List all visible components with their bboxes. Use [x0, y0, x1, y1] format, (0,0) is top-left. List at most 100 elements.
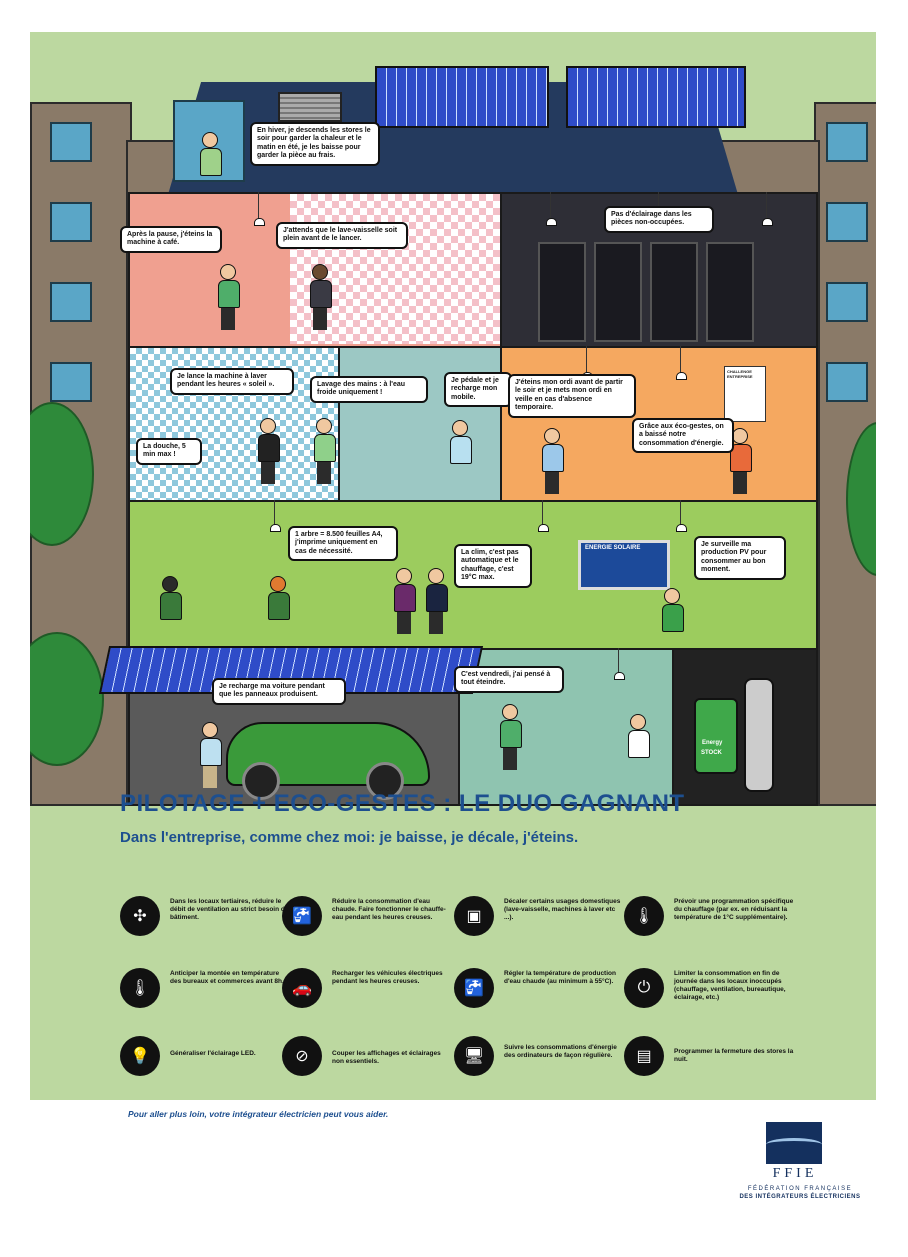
tip-text: Réduire la consommation d'eau chaude. Fa… [332, 898, 446, 922]
window [826, 282, 868, 322]
ceiling-lamp [762, 192, 773, 226]
speech-bubble: Je pédale et je recharge mon mobile. [444, 372, 512, 408]
person [200, 132, 222, 176]
ceiling-lamp [270, 500, 281, 532]
led-lamp-icon: 💡 [120, 1036, 160, 1076]
speech-bubble: La clim, c'est pas automatique et le cha… [454, 544, 532, 588]
speech-bubble: Après la pause, j'éteins la machine à ca… [120, 226, 222, 253]
building-scene: ENERGIE SOLAIRE Energy STOCK CHALLENGE E… [30, 32, 876, 806]
speech-bubble: J'éteins mon ordi avant de partir le soi… [508, 374, 636, 418]
speech-bubble: En hiver, je descends les stores le soir… [250, 122, 380, 166]
dormer-shutter [278, 92, 342, 122]
solar-screen-label: ENERGIE SOLAIRE [585, 545, 641, 551]
tree-left [30, 632, 104, 766]
appliances-icon: ▣ [454, 896, 494, 936]
tip-text: Prévoir une programmation spécifique du … [674, 898, 794, 922]
tip-item: ▣ Décaler certains usages domestiques (la… [454, 896, 629, 946]
speech-bubble: 1 arbre = 8.500 feuilles A4, j'imprime u… [288, 526, 398, 562]
poster: ENERGIE SOLAIRE Energy STOCK CHALLENGE E… [30, 32, 876, 1100]
window [50, 362, 92, 402]
speech-bubble: Pas d'éclairage dans les pièces non-occu… [604, 206, 714, 233]
person [628, 714, 650, 758]
ffie-logo: FFIE FÉDÉRATION FRANÇAISE DES INTÉGRATEU… [730, 1122, 870, 1212]
person [450, 420, 472, 464]
tip-text: Programmer la fermeture des stores la nu… [674, 1048, 794, 1064]
radiator-thermometer-icon: 🌡 [120, 968, 160, 1008]
challenge-poster: CHALLENGE ENTREPRISE [724, 366, 766, 422]
hot-water-tap-icon: 🚰 [282, 896, 322, 936]
ffie-logo-mark [766, 1122, 822, 1164]
solar-panel-roof [375, 66, 549, 128]
solar-panel-roof [566, 66, 746, 128]
poster-title: PILOTAGE + ECO-GESTES : LE DUO GAGNANT [120, 790, 685, 817]
person [542, 428, 564, 494]
ceiling-lamp [676, 346, 687, 380]
ffie-logo-line1: FÉDÉRATION FRANÇAISE [747, 1186, 853, 1192]
computer-monitoring-icon: 🖥 [454, 1036, 494, 1076]
tip-item: 💡 Généraliser l'éclairage LED. [120, 1036, 295, 1086]
window [50, 122, 92, 162]
tip-item: ⏻Limiter la consommation en fin de journ… [624, 968, 799, 1018]
tip-text: Recharger les véhicules électriques pend… [332, 970, 443, 986]
tip-text: Dans les locaux tertiaires, réduire le d… [170, 898, 289, 922]
tip-item: 🚗 Recharger les véhicules électriques pen… [282, 968, 457, 1018]
energy-stock-label: Energy [702, 740, 723, 746]
challenge-label: CHALLENGE ENTREPRISE [727, 369, 753, 379]
tip-text: Anticiper la montée en température des b… [170, 970, 284, 986]
tip-item: ✣ Dans les locaux tertiaires, réduire le … [120, 896, 295, 946]
tip-item: ⊘ Couper les affichages et éclairages non… [282, 1036, 457, 1086]
ffie-logo-abbr: FFIE [772, 1166, 818, 1181]
tip-item: 🌡 Anticiper la montée en température des … [120, 968, 295, 1018]
no-display-icon: ⊘ [282, 1036, 322, 1076]
person [500, 704, 522, 770]
tip-text: Régler la température de production d'ea… [504, 970, 616, 986]
ceiling-lamp [538, 500, 549, 532]
server-rack [594, 242, 642, 342]
energy-stock-label: STOCK [701, 750, 722, 756]
speech-bubble: Grâce aux éco-gestes, on a baissé notre … [632, 418, 734, 454]
server-rack [706, 242, 754, 342]
person [314, 418, 336, 484]
ceiling-lamp [254, 192, 265, 226]
water-heater-icon: 🚰 [454, 968, 494, 1008]
speech-bubble: C'est vendredi, j'ai pensé à tout éteind… [454, 666, 564, 693]
tip-text: Décaler certains usages domestiques (lav… [504, 898, 621, 922]
person [160, 576, 182, 620]
tip-text: Limiter la consommation en fin de journé… [674, 970, 786, 1002]
tip-item: 🌡 Prévoir une programmation spécifique du… [624, 896, 799, 946]
person [310, 264, 332, 330]
person [394, 568, 416, 634]
gym-room [338, 346, 504, 502]
person [662, 588, 684, 632]
tip-text: Couper les affichages et éclairages non … [332, 1050, 441, 1066]
ceiling-lamp [614, 648, 625, 680]
tip-text: Généraliser l'éclairage LED. [170, 1050, 256, 1057]
person [258, 418, 280, 484]
person [268, 576, 290, 620]
ceiling-lamp [676, 500, 687, 532]
speech-bubble: Lavage des mains : à l'eau froide unique… [310, 376, 428, 403]
window-blinds-icon: ▤ [624, 1036, 664, 1076]
tip-item: 🚰 Régler la température de production d'e… [454, 968, 629, 1018]
server-rack [538, 242, 586, 342]
electric-car-icon: 🚗 [282, 968, 322, 1008]
solar-display-screen: ENERGIE SOLAIRE [578, 540, 670, 590]
tip-text: Suivre les consommations d'énergie des o… [504, 1044, 617, 1060]
person [200, 722, 222, 788]
window [826, 362, 868, 402]
energy-stock-battery: Energy STOCK [694, 698, 738, 774]
speech-bubble: La douche, 5 min max ! [136, 438, 202, 465]
window [826, 122, 868, 162]
ventilation-icon: ✣ [120, 896, 160, 936]
tip-item: 🖥 Suivre les consommations d'énergie des … [454, 1036, 629, 1086]
server-rack [650, 242, 698, 342]
heating-thermometer-icon: 🌡 [624, 896, 664, 936]
ceiling-lamp [546, 192, 557, 226]
poster-subtitle: Dans l'entreprise, comme chez moi: je ba… [120, 829, 579, 846]
ceiling-lamp [582, 346, 593, 380]
tip-item: 🚰 Réduire la consommation d'eau chaude. F… [282, 896, 457, 946]
car-wheel [242, 762, 280, 800]
window [826, 202, 868, 242]
window [50, 202, 92, 242]
person [426, 568, 448, 634]
